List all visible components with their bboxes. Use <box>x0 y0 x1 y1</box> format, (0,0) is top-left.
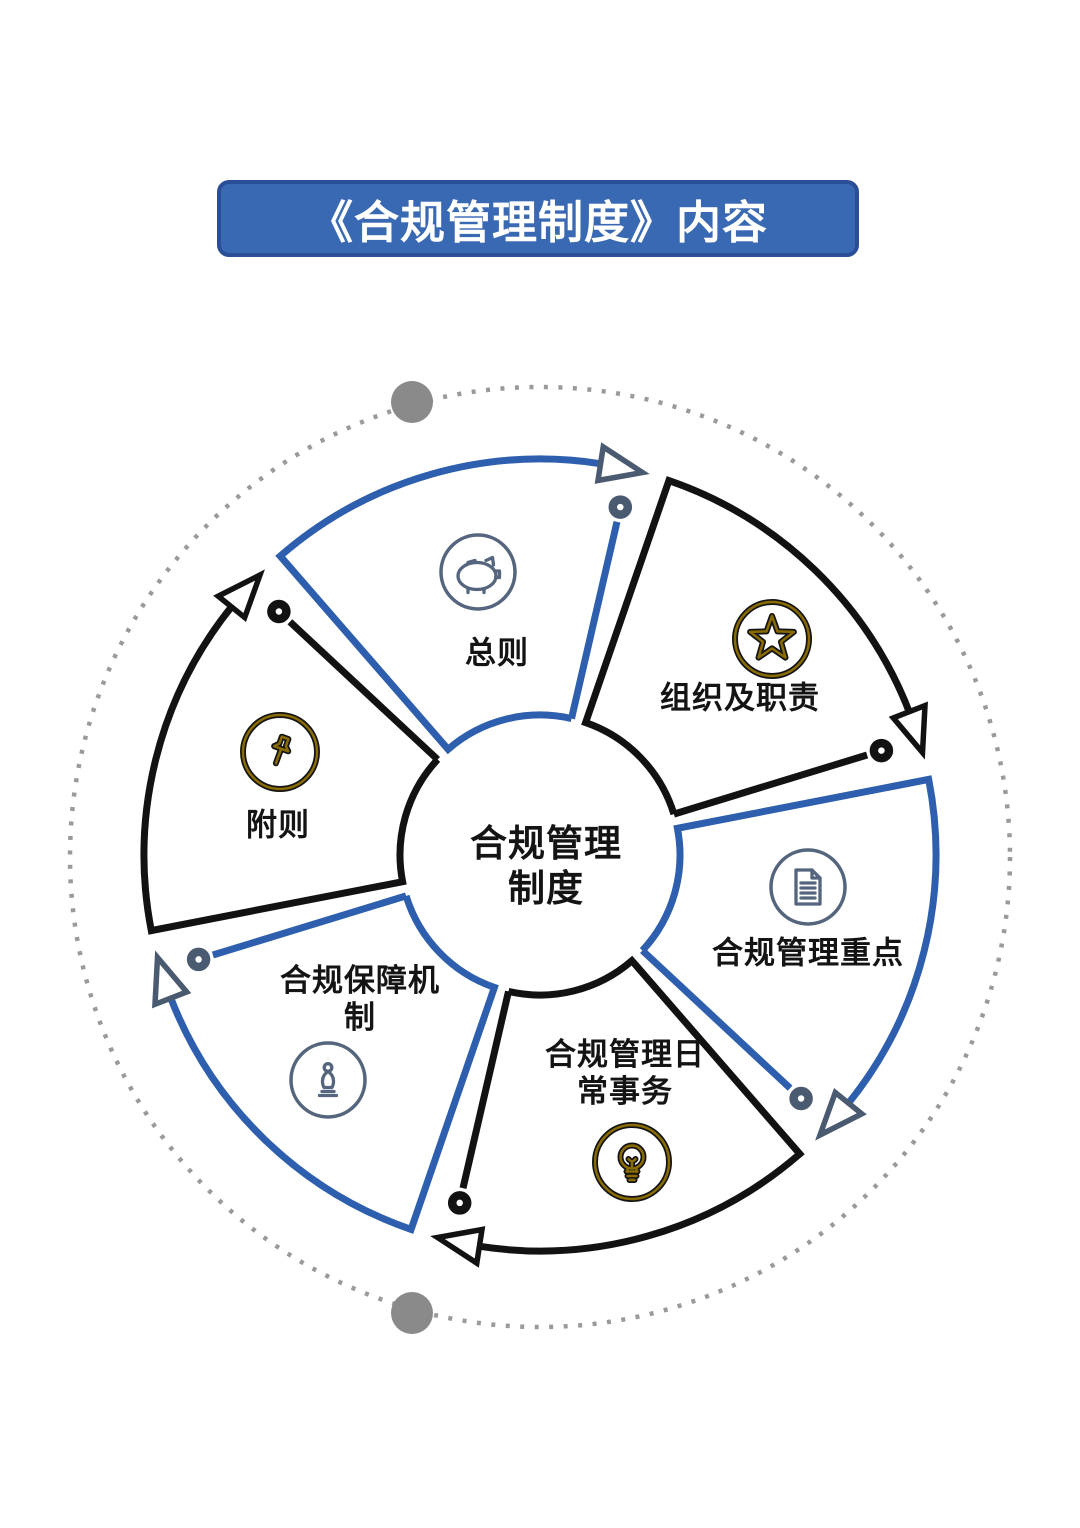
connector-dot-compliance-safeguard-mechanism <box>186 947 211 972</box>
segment-wedge-daily-compliance-affairs <box>477 955 805 1255</box>
connector-dot-general-provisions <box>608 495 633 519</box>
segment-edge-compliance-safeguard-mechanism <box>211 892 408 959</box>
segment-edge-supplementary-provisions <box>287 619 440 763</box>
orbit-dot-bottom <box>391 1292 433 1334</box>
arrowhead-general-provisions <box>594 442 650 484</box>
arrowhead-daily-compliance-affairs <box>430 1226 486 1268</box>
segment-edge-compliance-management-focus <box>640 947 793 1091</box>
segment-wedge-organization-and-duties <box>581 476 913 816</box>
chess-bishop-icon <box>289 1041 367 1119</box>
connector-dot-organization-and-duties <box>869 738 894 763</box>
arrowhead-compliance-management-focus <box>815 1087 867 1141</box>
title-banner: 《合规管理制度》内容 <box>217 180 859 257</box>
page-title: 《合规管理制度》内容 <box>307 197 768 248</box>
segment-wedge-compliance-management-focus <box>639 775 940 1107</box>
arrowhead-supplementary-provisions <box>213 569 265 623</box>
segment-edge-general-provisions <box>568 521 621 720</box>
piggy-bank-icon <box>439 533 517 611</box>
center-hub-label: 合规管理制度 <box>470 823 622 909</box>
star-icon <box>732 599 812 679</box>
segment-label-supplementary-provisions: 附则 <box>246 807 310 843</box>
segment-label-daily-compliance-affairs: 合规管理日常事务 <box>545 1037 705 1109</box>
segment-wedge-compliance-safeguard-mechanism <box>167 894 499 1234</box>
segment-wedge-general-provisions <box>275 455 603 755</box>
segment-label-general-provisions: 总则 <box>465 635 529 671</box>
arrowhead-compliance-safeguard-mechanism <box>152 950 192 1009</box>
segment-edge-daily-compliance-affairs <box>459 990 512 1189</box>
connector-dot-daily-compliance-affairs <box>447 1191 472 1215</box>
connector-dot-supplementary-provisions <box>267 599 291 624</box>
orbit-dot-top <box>391 381 433 423</box>
lightbulb-icon <box>592 1122 672 1202</box>
dotted-orbit-ring <box>67 384 1013 1330</box>
segment-label-compliance-management-focus: 合规管理重点 <box>712 935 904 971</box>
segment-edge-organization-and-duties <box>672 751 869 818</box>
segment-label-compliance-safeguard-mechanism: 合规保障机制 <box>280 963 440 1035</box>
segment-wedge-supplementary-provisions <box>140 603 441 935</box>
connector-dot-compliance-management-focus <box>789 1086 813 1111</box>
arrowhead-organization-and-duties <box>888 701 928 760</box>
segment-label-organization-and-duties: 组织及职责 <box>660 680 820 716</box>
document-icon <box>769 848 847 926</box>
pushpin-icon <box>240 712 320 792</box>
